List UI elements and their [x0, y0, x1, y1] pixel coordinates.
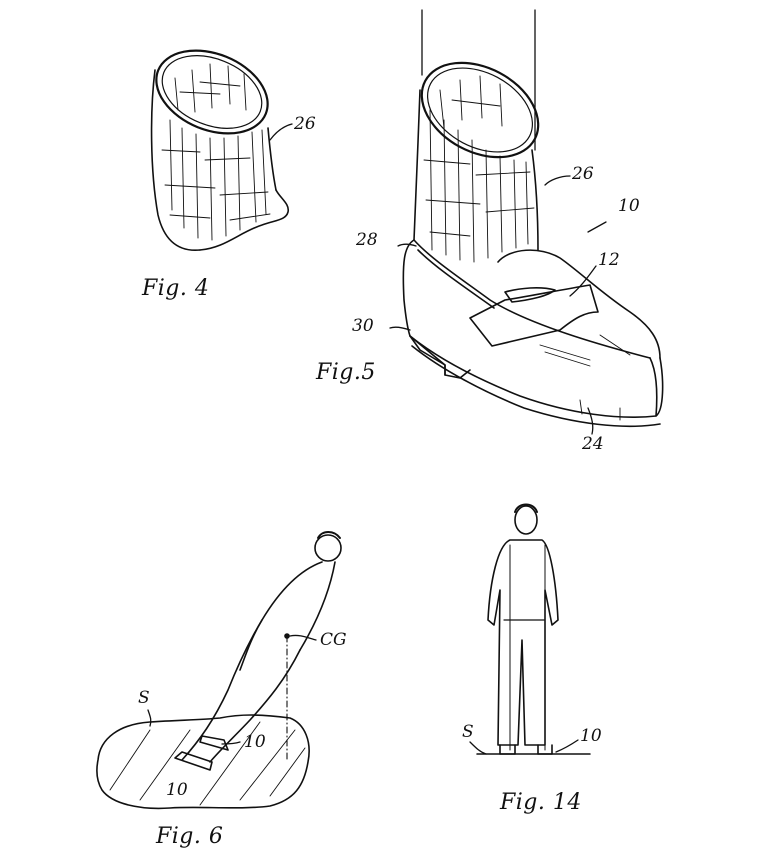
fig5-ref-10: 10: [618, 196, 640, 216]
fig5-ref-26: 26: [572, 164, 594, 184]
fig6-ref-10-lower: 10: [166, 780, 188, 800]
fig6-drawing: [96, 531, 342, 810]
fig14-drawing: [469, 503, 591, 755]
fig5-ref-24: 24: [582, 434, 604, 454]
fig5-drawing: [389, 9, 664, 435]
fig4-drawing: [150, 49, 293, 251]
fig5-ref-28: 28: [356, 230, 378, 250]
fig6-caption: Fig. 6: [156, 824, 224, 849]
fig5-ref-12: 12: [598, 250, 620, 270]
fig14-ref-10: 10: [580, 726, 602, 746]
fig5-ref-30: 30: [352, 316, 374, 336]
fig6-ref-10-upper: 10: [244, 732, 266, 752]
fig14-ref-s: S: [462, 722, 474, 742]
fig5-caption: Fig.5: [316, 360, 376, 385]
fig4-ref-26: 26: [294, 114, 316, 134]
fig4-caption: Fig. 4: [142, 276, 210, 301]
fig6-ref-s: S: [138, 688, 150, 708]
fig14-caption: Fig. 14: [500, 790, 582, 815]
fig6-ref-cg: CG: [320, 630, 347, 650]
